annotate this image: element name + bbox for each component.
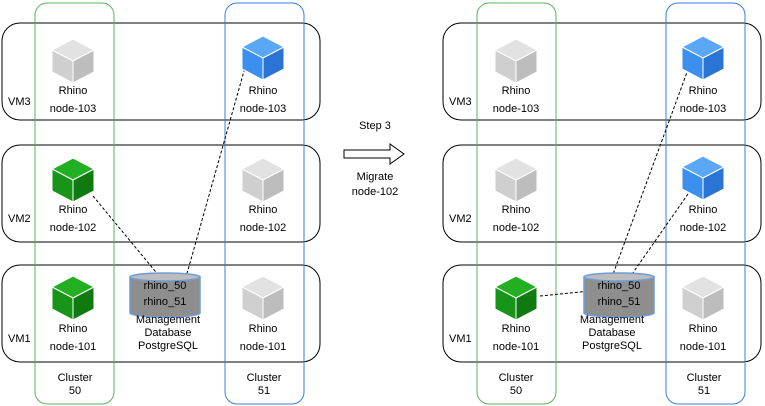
cluster51-box-before <box>224 2 305 405</box>
db-caption-before: Management Database PostgreSQL <box>135 314 201 352</box>
db-schema1-after: rhino_50 <box>597 280 641 292</box>
cube-after-c50-vm1-icon <box>494 275 538 321</box>
db-schema2-before: rhino_51 <box>143 296 187 308</box>
db-caption-after: Management Database PostgreSQL <box>579 314 645 352</box>
cube-after-c50-vm3-icon <box>494 38 538 84</box>
db-links-before <box>92 63 247 278</box>
cube-before-c51-vm1-icon <box>241 275 285 321</box>
vm1-label-after: VM1 <box>449 333 472 345</box>
db-schema1-before: rhino_50 <box>143 280 187 292</box>
cube-before-c50-vm1-icon <box>51 275 95 321</box>
vm3-label-after: VM3 <box>449 96 472 108</box>
step-arrow-icon <box>343 143 405 165</box>
vm3-label-before: VM3 <box>8 96 31 108</box>
cluster51-box-after <box>665 2 746 405</box>
cluster50-box-after <box>476 2 557 405</box>
vm3-row-after <box>442 22 762 121</box>
cube-after-c51-vm1-icon <box>681 275 725 321</box>
db-schema2-after: rhino_51 <box>597 296 641 308</box>
db-links-after <box>539 63 691 297</box>
vm3-row-before <box>1 22 321 121</box>
vm2-label-before: VM2 <box>8 213 31 225</box>
cube-before-c50-vm3-icon <box>51 38 95 84</box>
cube-before-c51-vm2-icon <box>241 157 285 203</box>
vm2-label-after: VM2 <box>449 213 472 225</box>
cube-before-c50-vm2-icon <box>51 157 95 203</box>
vm2-row-after <box>442 144 762 243</box>
cube-before-c51-vm3-icon <box>241 35 285 81</box>
vm1-row-after <box>442 264 762 363</box>
cube-after-c51-vm3-icon <box>681 35 725 81</box>
cube-after-c50-vm2-icon <box>494 157 538 203</box>
database-before-icon <box>129 272 201 318</box>
cluster50-box-before <box>34 2 115 405</box>
vm2-row-before <box>1 144 321 243</box>
step-title: Step 3 <box>359 120 391 132</box>
vm1-label-before: VM1 <box>8 333 31 345</box>
vm1-row-before <box>1 264 321 363</box>
cube-after-c51-vm2-icon <box>681 155 725 201</box>
database-after-icon <box>583 272 655 318</box>
